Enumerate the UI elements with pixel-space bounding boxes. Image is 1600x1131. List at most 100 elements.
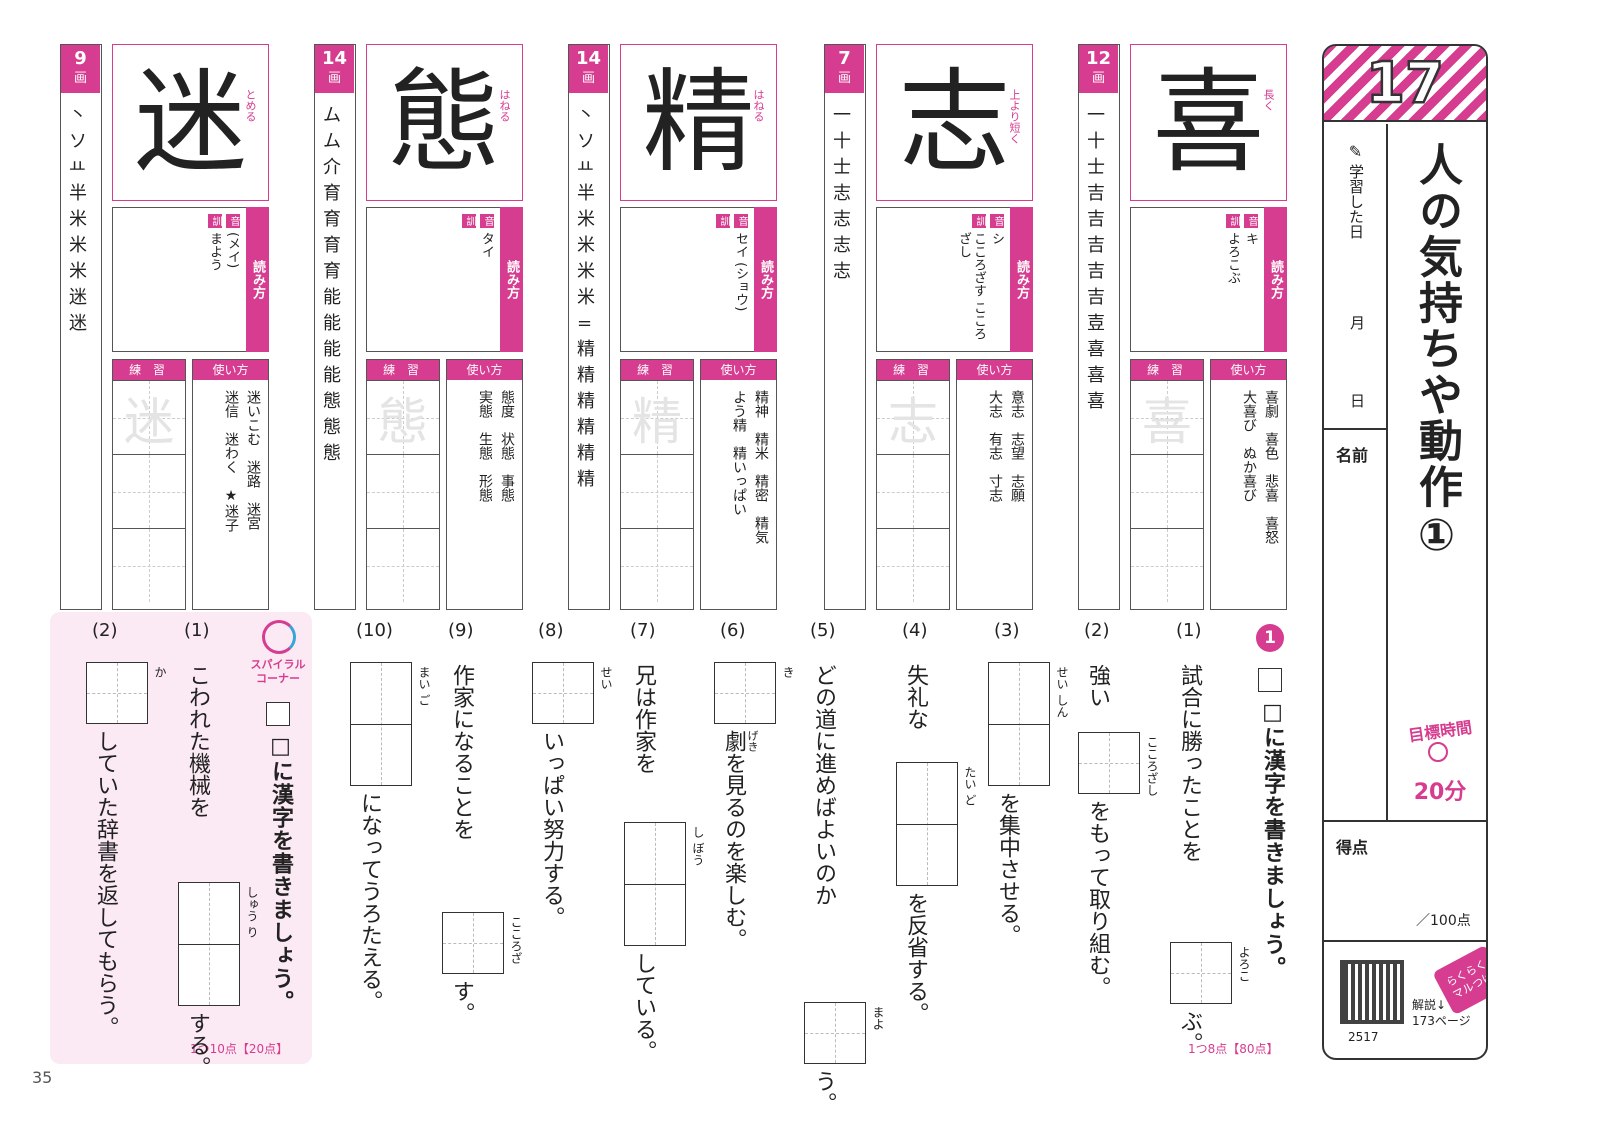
answer-box[interactable]	[988, 662, 1050, 786]
practice-box[interactable]: 練 習 精	[620, 359, 694, 610]
score-label: 得点	[1336, 838, 1369, 857]
answer-box[interactable]	[350, 662, 412, 786]
on-badge: 音	[480, 214, 494, 228]
timer-icon	[1428, 742, 1448, 762]
reading-tab: 読み方	[1010, 207, 1033, 352]
stroke-step: 迷	[69, 313, 89, 334]
info-panel: 17 ✎ 学習した日 月 日 名前 人の気持ちや動作① 目標時間 20分 得点 …	[1322, 44, 1488, 1060]
practice-cell[interactable]	[1131, 454, 1203, 528]
practice-cell[interactable]	[367, 528, 439, 602]
practice-cell[interactable]	[113, 454, 185, 528]
practice-label: 練 習	[621, 360, 693, 380]
day-label: 日	[1350, 392, 1366, 410]
on-reading: タイ	[479, 232, 494, 258]
practice-box[interactable]: 練 習 態	[366, 359, 440, 610]
practice-cell[interactable]	[621, 454, 693, 528]
practice-cell[interactable]	[367, 454, 439, 528]
trace-char: 志	[888, 393, 938, 451]
on-reading: (メイ)	[225, 232, 240, 269]
answer-box[interactable]	[714, 662, 776, 724]
question-number: (1)	[184, 620, 210, 641]
furigana: き	[781, 666, 795, 678]
stroke-step: 精	[577, 339, 597, 360]
practice-cell[interactable]	[877, 454, 949, 528]
question-text: こわれた機械を	[185, 664, 210, 818]
usage-line: 意志 志望 志願	[1009, 390, 1025, 502]
kanji-char: 態	[388, 57, 501, 188]
answer-box[interactable]	[1170, 942, 1232, 1004]
stroke-step: 米	[577, 261, 597, 282]
stroke-step: 米	[69, 209, 89, 230]
practice-cell[interactable]	[1131, 528, 1203, 602]
question-number: (2)	[1084, 620, 1110, 641]
answer-box[interactable]	[86, 662, 148, 724]
reading-box: 読み方 音 シ 訓 こころざす こころざし	[876, 207, 1033, 352]
usage-box: 使い方 精神 精米 精密 精気 よう精 精いっぱい	[700, 359, 777, 610]
question-text: する。	[185, 1012, 210, 1078]
answer-box[interactable]	[1078, 732, 1140, 794]
practice-cell[interactable]: 志	[877, 380, 949, 454]
furigana: し ぼう	[691, 826, 705, 866]
stroke-step: 志	[833, 235, 853, 256]
section1-instruction: □に漢字を書きましょう。	[1260, 700, 1285, 979]
answer-box[interactable]	[896, 762, 958, 886]
stroke-step: 十	[1087, 131, 1107, 152]
on-badge: 音	[226, 214, 240, 228]
reading-box: 読み方 音 (メイ) 訓 まよう	[112, 207, 269, 352]
lesson-number: 17	[1324, 46, 1486, 122]
stroke-step: 精	[577, 443, 597, 464]
question-text: になってうろたえる。	[357, 792, 382, 1012]
stroke-step: ム	[323, 105, 343, 126]
practice-cell[interactable]	[113, 528, 185, 602]
section2-instruction-box	[266, 702, 290, 726]
reading-tab: 読み方	[754, 207, 777, 352]
practice-box[interactable]: 練 習 志	[876, 359, 950, 610]
practice-box[interactable]: 練 習 喜	[1130, 359, 1204, 610]
stroke-step: 能	[323, 313, 343, 334]
practice-cell[interactable]	[877, 528, 949, 602]
usage-box: 使い方 迷いこむ 迷路 迷宮 迷信 迷わく ★迷子	[192, 359, 269, 610]
stroke-step: 士	[833, 157, 853, 178]
furigana: せい しん	[1055, 666, 1069, 718]
answer-box[interactable]	[178, 882, 240, 1006]
section2-instruction: □に漢字を書きましょう。	[268, 734, 293, 1013]
page-title: 人の気持ちや動作①	[1411, 142, 1462, 563]
answer-box[interactable]	[804, 1002, 866, 1064]
stroke-step: 精	[577, 417, 597, 438]
question-text: を反省する。	[903, 892, 928, 1024]
practice-cell[interactable]	[621, 528, 693, 602]
stroke-step: 育	[323, 261, 343, 282]
qr-code-icon[interactable]	[1340, 960, 1404, 1024]
practice-cell[interactable]: 態	[367, 380, 439, 454]
practice-cell[interactable]: 迷	[113, 380, 185, 454]
practice-cell[interactable]: 喜	[1131, 380, 1203, 454]
kanji-char: 迷	[134, 57, 247, 188]
answer-box[interactable]	[624, 822, 686, 946]
stroke-step: ㅛ	[577, 157, 596, 178]
usage-label: 使い方	[957, 360, 1032, 380]
furigana: しゅう り	[245, 886, 259, 938]
on-reading: セイ (ショウ)	[733, 232, 748, 312]
stroke-step: 丶	[69, 105, 89, 126]
stroke-step: 態	[323, 417, 343, 438]
usage-line: 精神 精米 精密 精気	[753, 390, 769, 544]
kanji-char: 喜	[1152, 57, 1265, 188]
kun-badge: 訓	[716, 214, 730, 228]
stroke-order: 一十士吉吉吉吉吉壴喜喜喜	[1087, 103, 1107, 415]
reading-tab: 読み方	[1264, 207, 1287, 352]
reading-box: 読み方 音 セイ (ショウ) 訓	[620, 207, 777, 352]
answer-box[interactable]	[442, 912, 504, 974]
practice-box[interactable]: 練 習 迷	[112, 359, 186, 610]
answer-box[interactable]	[532, 662, 594, 724]
stroke-step: 吉	[1087, 235, 1107, 256]
stroke-step: 吉	[1087, 261, 1107, 282]
practice-cell[interactable]: 精	[621, 380, 693, 454]
